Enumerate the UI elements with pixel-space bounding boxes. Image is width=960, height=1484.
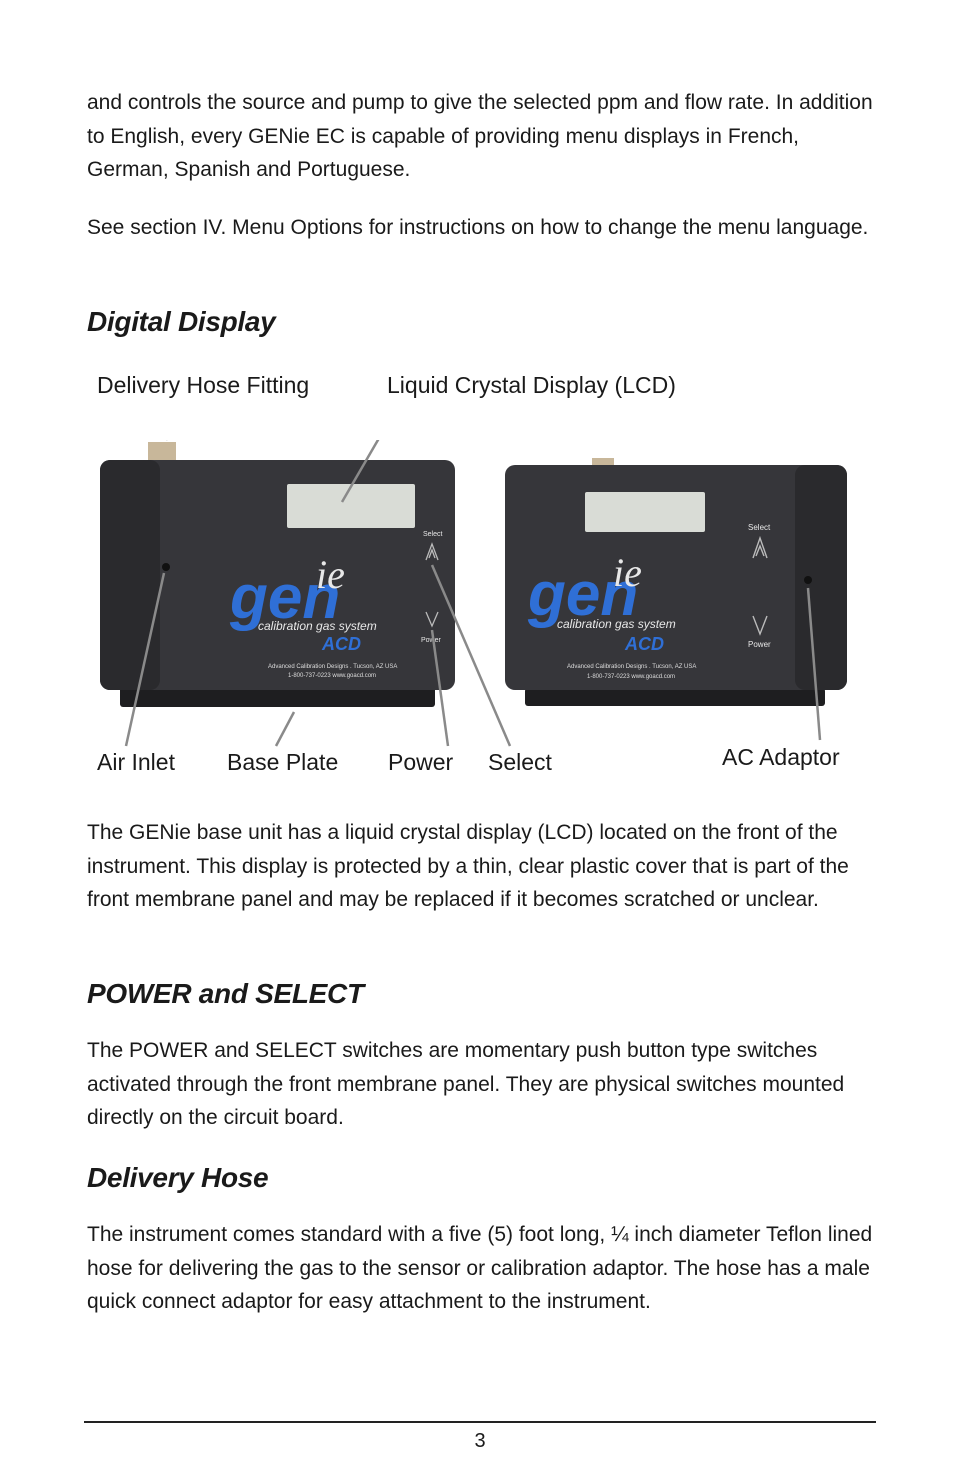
left-power-arrow-icon xyxy=(425,611,439,628)
callout-lcd: Liquid Crystal Display (LCD) xyxy=(387,372,676,398)
right-tagline: calibration gas system xyxy=(557,617,676,631)
air-inlet-port xyxy=(162,563,170,571)
left-base-plate xyxy=(120,685,435,707)
callout-air-inlet: Air Inlet xyxy=(97,749,175,775)
left-contact: 1-800-737-0223 www.goacd.com xyxy=(288,673,376,679)
footer-rule xyxy=(84,1421,876,1423)
intro-paragraph: and controls the source and pump to give… xyxy=(87,91,873,181)
right-logo-ie: ie xyxy=(613,550,642,595)
leader-select xyxy=(430,564,512,747)
left-lcd xyxy=(287,484,415,528)
callout-power: Power xyxy=(388,749,454,775)
right-power-arrow-icon xyxy=(752,615,768,636)
heading-delivery-hose: Delivery Hose xyxy=(87,1162,269,1193)
leader-air-inlet xyxy=(124,572,166,747)
right-genie-unit: gen ie calibration gas system ACD Advanc… xyxy=(505,458,847,706)
right-power-label: Power xyxy=(748,640,771,649)
right-company: Advanced Calibration Designs . Tucson, A… xyxy=(567,664,696,670)
left-genie-unit: gen ie calibration gas system ACD Advanc… xyxy=(100,442,455,707)
leader-ac-adaptor xyxy=(806,587,822,741)
callout-leader-lines xyxy=(124,440,822,747)
genie-device-photo: gen ie calibration gas system ACD Advanc… xyxy=(100,440,847,747)
right-lcd xyxy=(585,492,705,532)
right-base-plate xyxy=(525,688,825,706)
left-brand: ACD xyxy=(321,634,361,654)
delivery-hose-paragraph: The instrument comes standard with a fiv… xyxy=(87,1223,873,1313)
left-select-arrow-icon xyxy=(425,542,439,561)
left-tagline: calibration gas system xyxy=(258,619,377,633)
right-brand: ACD xyxy=(624,634,664,654)
ac-adaptor-port xyxy=(804,576,812,584)
see-section-paragraph: See section IV. Menu Options for instruc… xyxy=(87,216,869,239)
power-select-paragraph: The POWER and SELECT switches are moment… xyxy=(87,1039,845,1129)
right-logo-gen: gen xyxy=(527,560,638,629)
left-logo-gen: gen xyxy=(229,563,340,632)
page-number: 3 xyxy=(474,1430,486,1452)
right-select-arrow-icon xyxy=(752,535,768,559)
callout-select: Select xyxy=(488,749,552,775)
callout-ac-adaptor: AC Adaptor xyxy=(722,744,840,770)
leader-base-plate xyxy=(274,711,296,747)
heading-power-select: POWER and SELECT xyxy=(87,978,364,1009)
left-logo-ie: ie xyxy=(316,552,345,597)
left-select-label: Select xyxy=(423,531,443,538)
leader-power xyxy=(430,629,450,747)
callout-base-plate: Base Plate xyxy=(227,749,339,775)
right-select-label: Select xyxy=(748,523,771,532)
lcd-paragraph: The GENie base unit has a liquid crystal… xyxy=(87,821,849,911)
heading-digital-display: Digital Display xyxy=(87,306,276,337)
left-company: Advanced Calibration Designs . Tucson, A… xyxy=(268,664,397,670)
left-power-label: Power xyxy=(421,637,442,644)
right-contact: 1-800-737-0223 www.goacd.com xyxy=(587,674,675,680)
callout-delivery-hose-fitting: Delivery Hose Fitting xyxy=(97,372,310,398)
leader-lcd xyxy=(340,440,380,503)
